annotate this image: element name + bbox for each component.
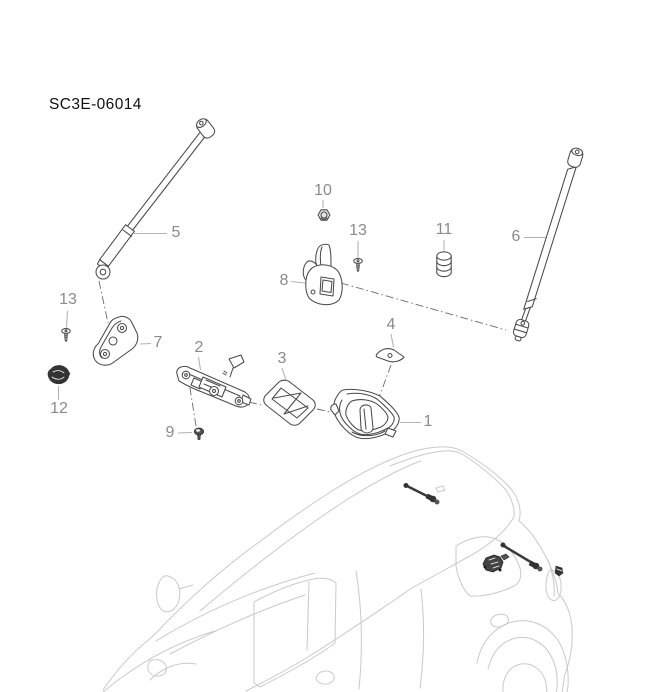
part-9-screw bbox=[193, 427, 205, 440]
part-4-release-lever bbox=[375, 348, 405, 363]
callout-12: 12 bbox=[50, 400, 68, 417]
diagram-code: SC3E-06014 bbox=[49, 96, 142, 113]
callout-3: 3 bbox=[277, 350, 287, 367]
part-11-spring bbox=[436, 251, 452, 278]
part-2-latch-mechanism bbox=[176, 354, 252, 408]
installed-parts-on-vehicle bbox=[403, 482, 564, 577]
part-8-hinge-bracket bbox=[302, 243, 343, 306]
leader-lines bbox=[57, 200, 546, 434]
part-1-latch-housing bbox=[330, 388, 400, 440]
callout-9: 9 bbox=[165, 424, 175, 441]
callout-4: 4 bbox=[386, 316, 396, 333]
callout-5: 5 bbox=[171, 224, 181, 241]
part-12-clip bbox=[47, 365, 71, 385]
part-5-gas-strut-left bbox=[95, 118, 216, 280]
callout-13-left: 13 bbox=[59, 291, 77, 308]
part-6-gas-strut-right bbox=[512, 147, 584, 342]
callout-6: 6 bbox=[511, 228, 521, 245]
callout-8: 8 bbox=[279, 272, 289, 289]
part-10-nut bbox=[317, 209, 331, 221]
part-13-screw-left bbox=[61, 327, 71, 343]
part-3-bezel-plate bbox=[263, 379, 316, 426]
callout-1: 1 bbox=[423, 413, 433, 430]
vehicle-outline bbox=[102, 446, 573, 692]
part-13-screw-right bbox=[353, 257, 363, 273]
callout-10: 10 bbox=[314, 182, 332, 199]
callout-11: 11 bbox=[435, 221, 453, 238]
callout-7: 7 bbox=[153, 334, 163, 351]
callout-13-right: 13 bbox=[349, 222, 367, 239]
callout-2: 2 bbox=[194, 339, 204, 356]
part-7-mounting-bracket bbox=[92, 315, 139, 366]
